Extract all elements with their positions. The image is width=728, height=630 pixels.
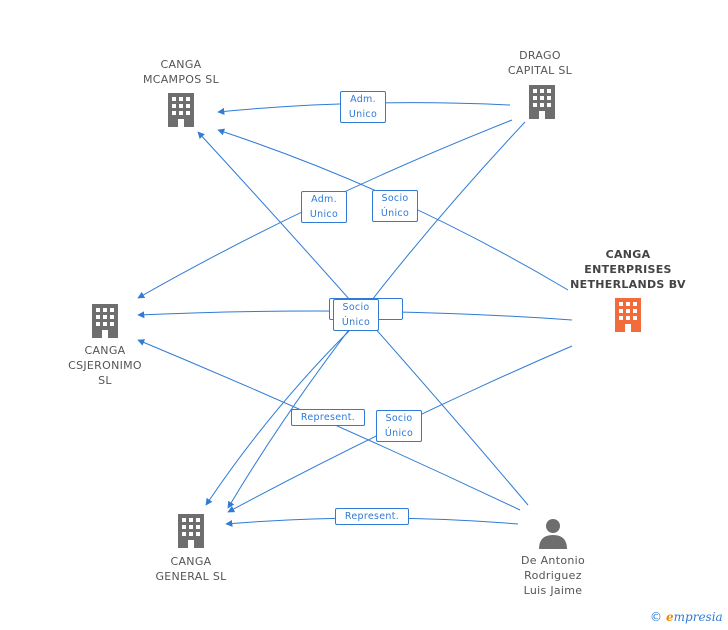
- edge-label-adm-unico: Adm. Unico: [340, 91, 386, 123]
- node-label-canga-general: CANGA GENERAL SL: [155, 555, 227, 583]
- edge-csjeronimo-general: [205, 329, 351, 506]
- edge-label-socio-unico: Socio Único: [333, 299, 379, 331]
- brand-initial: e: [666, 610, 674, 624]
- node-label-canga-csjeronimo: CANGA CSJERONIMO SL: [68, 344, 142, 387]
- node-label-drago-capital: DRAGO CAPITAL SL: [507, 49, 573, 77]
- node-label-canga-mcampos: CANGA MCAMPOS SL: [142, 58, 220, 86]
- building-icon: [168, 93, 194, 127]
- building-icon: [529, 85, 555, 119]
- edge-label-socio-unico: Socio Único: [372, 190, 418, 222]
- edge-label-adm-unico: Adm. Unico: [301, 191, 347, 223]
- node-label-person: De Antonio Rodriguez Luis Jaime: [520, 554, 586, 597]
- person-icon: [539, 519, 567, 549]
- building-icon: [178, 514, 204, 548]
- building-icon: [615, 298, 641, 332]
- edge-label-represent: Represent.: [291, 409, 365, 426]
- edge-label-socio-unico: Socio Único: [376, 410, 422, 442]
- edge-label-represent: Represent.: [335, 508, 409, 525]
- node-label-canga-enterprises: CANGA ENTERPRISES NETHERLANDS BV: [570, 248, 686, 291]
- building-icon: [92, 304, 118, 338]
- empresia-logo[interactable]: © empresia: [650, 610, 723, 624]
- brand-name: mpresia: [673, 610, 723, 624]
- copyright-symbol: ©: [650, 610, 662, 624]
